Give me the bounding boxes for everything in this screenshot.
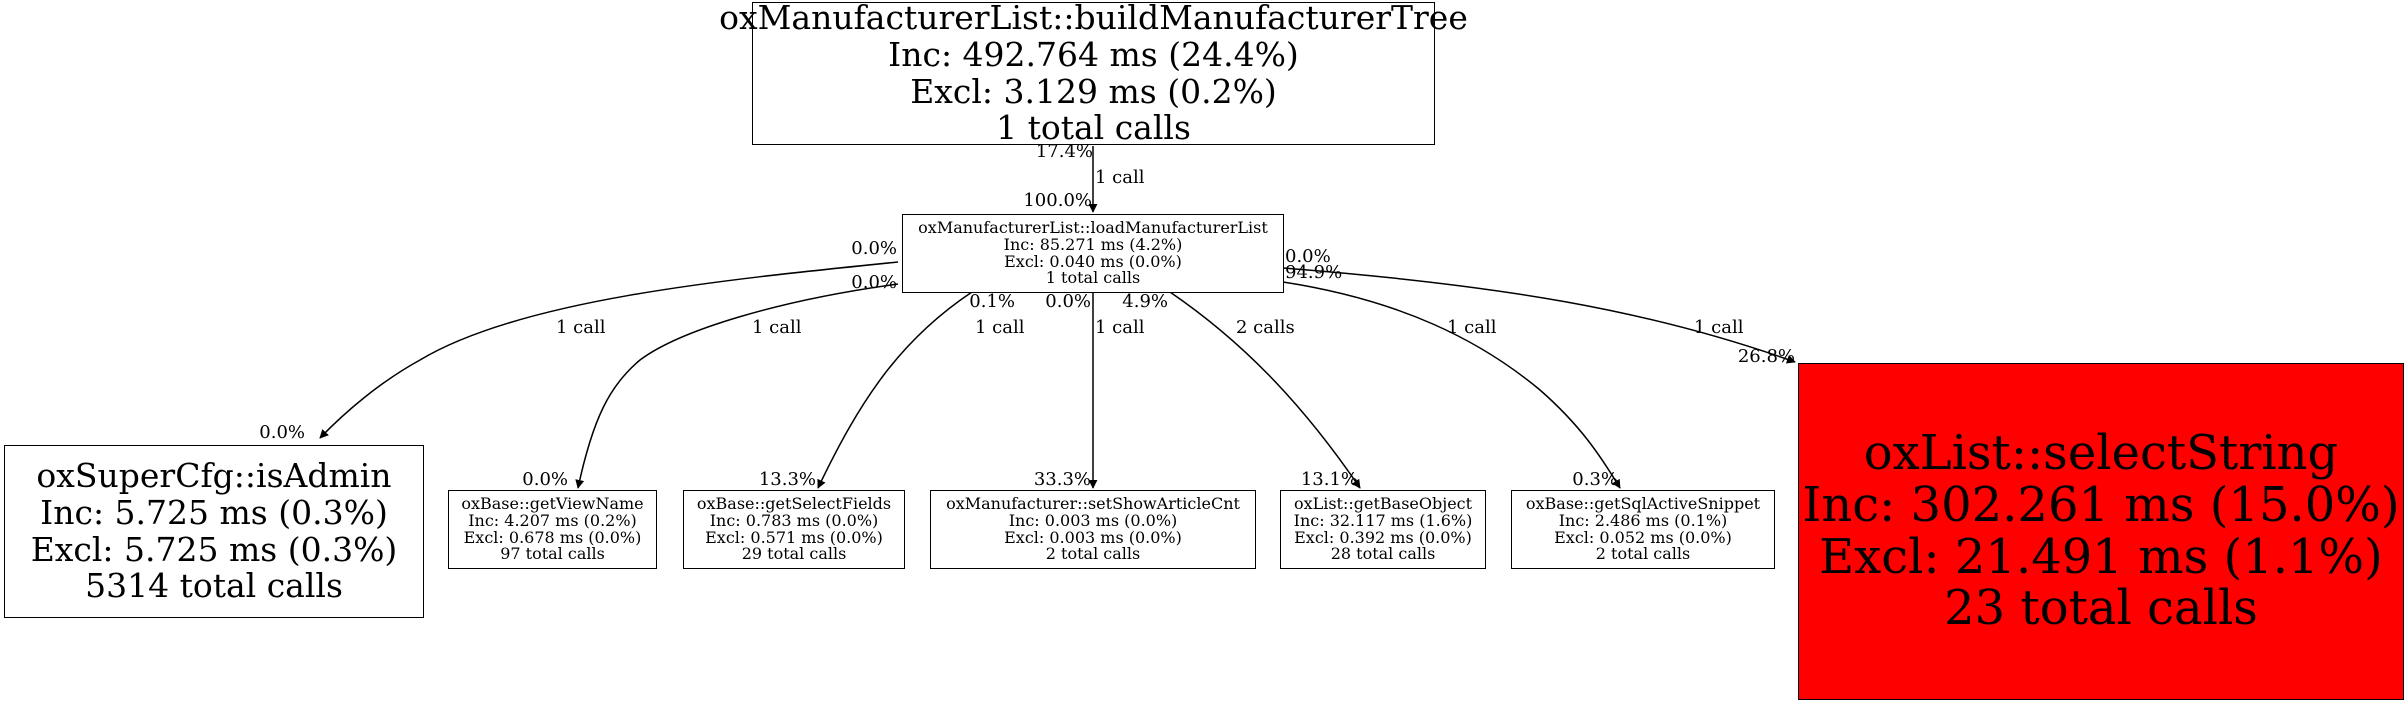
edge-load-sqlsnippet: 0.0% 1 call 0.3%	[1282, 246, 1621, 490]
edge-load-showarticle: 0.0% 1 call 33.3%	[1034, 291, 1145, 490]
edge-load-baseobject-src-pct: 4.9%	[1122, 291, 1168, 312]
edge-load-sqlsnippet-calls: 1 call	[1447, 317, 1497, 338]
node-root-calls: 1 total calls	[996, 108, 1191, 148]
node-selectfields[interactable]: oxBase::getSelectFields Inc: 0.783 ms (0…	[683, 490, 905, 569]
edge-load-selectfields-dst-pct: 13.3%	[759, 469, 816, 490]
node-root-excl: Excl: 3.129 ms (0.2%)	[910, 71, 1277, 111]
node-baseobject-inc: Inc: 32.117 ms (1.6%)	[1293, 510, 1473, 530]
node-isadmin-calls: 5314 total calls	[85, 566, 343, 606]
edge-root-load-dst-pct: 100.0%	[1023, 190, 1092, 211]
edge-load-baseobject-dst-pct: 13.1%	[1301, 469, 1358, 490]
node-viewname[interactable]: oxBase::getViewName Inc: 4.207 ms (0.2%)…	[448, 490, 657, 569]
edge-load-showarticle-src-pct: 0.0%	[1045, 291, 1091, 312]
edge-load-isadmin-dst-pct: 0.0%	[259, 422, 305, 443]
edge-load-selectfields-calls: 1 call	[975, 317, 1025, 338]
edge-load-isadmin: 0.0% 1 call 0.0%	[259, 238, 899, 443]
node-viewname-calls: 97 total calls	[500, 544, 605, 564]
node-showarticle-calls: 2 total calls	[1045, 544, 1141, 564]
node-baseobject-name: oxList::getBaseObject	[1293, 493, 1473, 513]
node-load-name: oxManufacturerList::loadManufacturerList	[918, 217, 1268, 237]
edge-load-sqlsnippet-src-pct: 0.0%	[1285, 246, 1331, 267]
node-sqlsnippet[interactable]: oxBase::getSqlActiveSnippet Inc: 2.486 m…	[1511, 490, 1775, 569]
edge-load-sqlsnippet-dst-pct: 0.3%	[1572, 469, 1618, 490]
node-sqlsnippet-excl: Excl: 0.052 ms (0.0%)	[1554, 527, 1732, 547]
edge-load-viewname-dst-pct: 0.0%	[522, 469, 568, 490]
node-root-name: oxManufacturerList::buildManufacturerTre…	[719, 0, 1468, 37]
edge-load-baseobject-calls: 2 calls	[1236, 317, 1295, 338]
edge-load-selectfields-src-pct: 0.1%	[969, 291, 1015, 312]
node-selectfields-calls: 29 total calls	[741, 544, 847, 564]
node-sqlsnippet-name: oxBase::getSqlActiveSnippet	[1525, 493, 1761, 513]
node-isadmin[interactable]: oxSuperCfg::isAdmin Inc: 5.725 ms (0.3%)…	[4, 445, 424, 618]
edge-load-selectstring-calls: 1 call	[1694, 317, 1744, 338]
node-selectfields-excl: Excl: 0.571 ms (0.0%)	[705, 527, 883, 547]
edge-load-viewname-calls: 1 call	[752, 317, 802, 338]
edge-root-load-calls: 1 call	[1095, 167, 1145, 188]
node-selectstring-excl: Excl: 21.491 ms (1.1%)	[1819, 528, 2383, 585]
node-sqlsnippet-calls: 2 total calls	[1595, 544, 1691, 564]
node-isadmin-excl: Excl: 5.725 ms (0.3%)	[30, 529, 398, 569]
edge-load-selectstring: 94.9% 1 call 26.8%	[1282, 262, 1796, 367]
node-baseobject-excl: Excl: 0.392 ms (0.0%)	[1294, 527, 1472, 547]
edge-load-viewname: 0.0% 1 call 0.0%	[522, 272, 899, 490]
node-selectstring-calls: 23 total calls	[1944, 580, 2258, 637]
node-root-inc: Inc: 492.764 ms (24.4%)	[888, 34, 1299, 74]
node-showarticle-inc: Inc: 0.003 ms (0.0%)	[1008, 510, 1178, 530]
edge-load-isadmin-src-pct: 0.0%	[851, 238, 897, 259]
node-load-inc: Inc: 85.271 ms (4.2%)	[1003, 234, 1183, 254]
node-root[interactable]: oxManufacturerList::buildManufacturerTre…	[719, 0, 1468, 148]
node-load-calls: 1 total calls	[1045, 268, 1141, 288]
node-selectstring-name: oxList::selectString	[1863, 424, 2339, 481]
edge-root-load-src-pct: 17.4%	[1036, 141, 1093, 162]
node-showarticle-excl: Excl: 0.003 ms (0.0%)	[1004, 527, 1182, 547]
node-isadmin-name: oxSuperCfg::isAdmin	[36, 455, 392, 495]
node-sqlsnippet-inc: Inc: 2.486 ms (0.1%)	[1558, 510, 1728, 530]
edge-load-showarticle-calls: 1 call	[1095, 317, 1145, 338]
node-viewname-excl: Excl: 0.678 ms (0.0%)	[463, 527, 642, 547]
edge-load-showarticle-dst-pct: 33.3%	[1034, 469, 1091, 490]
node-load-excl: Excl: 0.040 ms (0.0%)	[1004, 251, 1182, 271]
node-isadmin-inc: Inc: 5.725 ms (0.3%)	[40, 492, 388, 532]
edge-load-baseobject: 4.9% 2 calls 13.1%	[1122, 291, 1361, 490]
node-viewname-inc: Inc: 4.207 ms (0.2%)	[468, 510, 637, 530]
node-load[interactable]: oxManufacturerList::loadManufacturerList…	[902, 214, 1284, 293]
edge-load-selectstring-src-pct: 94.9%	[1285, 262, 1342, 283]
node-baseobject[interactable]: oxList::getBaseObject Inc: 32.117 ms (1.…	[1280, 490, 1486, 569]
edge-load-viewname-src-pct: 0.0%	[851, 272, 897, 293]
node-showarticle-name: oxManufacturer::setShowArticleCnt	[946, 493, 1240, 513]
node-selectstring[interactable]: oxList::selectString Inc: 302.261 ms (15…	[1798, 363, 2404, 700]
node-selectfields-name: oxBase::getSelectFields	[696, 493, 892, 513]
node-showarticle[interactable]: oxManufacturer::setShowArticleCnt Inc: 0…	[930, 490, 1256, 569]
node-viewname-name: oxBase::getViewName	[461, 493, 644, 513]
edge-root-load: 17.4% 1 call 100.0%	[1023, 141, 1145, 213]
edge-load-selectstring-dst-pct: 26.8%	[1738, 346, 1795, 367]
node-baseobject-calls: 28 total calls	[1330, 544, 1436, 564]
node-selectfields-inc: Inc: 0.783 ms (0.0%)	[709, 510, 879, 530]
edge-load-selectfields: 0.1% 1 call 13.3%	[759, 291, 1025, 490]
node-selectstring-inc: Inc: 302.261 ms (15.0%)	[1802, 476, 2400, 533]
edge-load-isadmin-calls: 1 call	[556, 317, 606, 338]
